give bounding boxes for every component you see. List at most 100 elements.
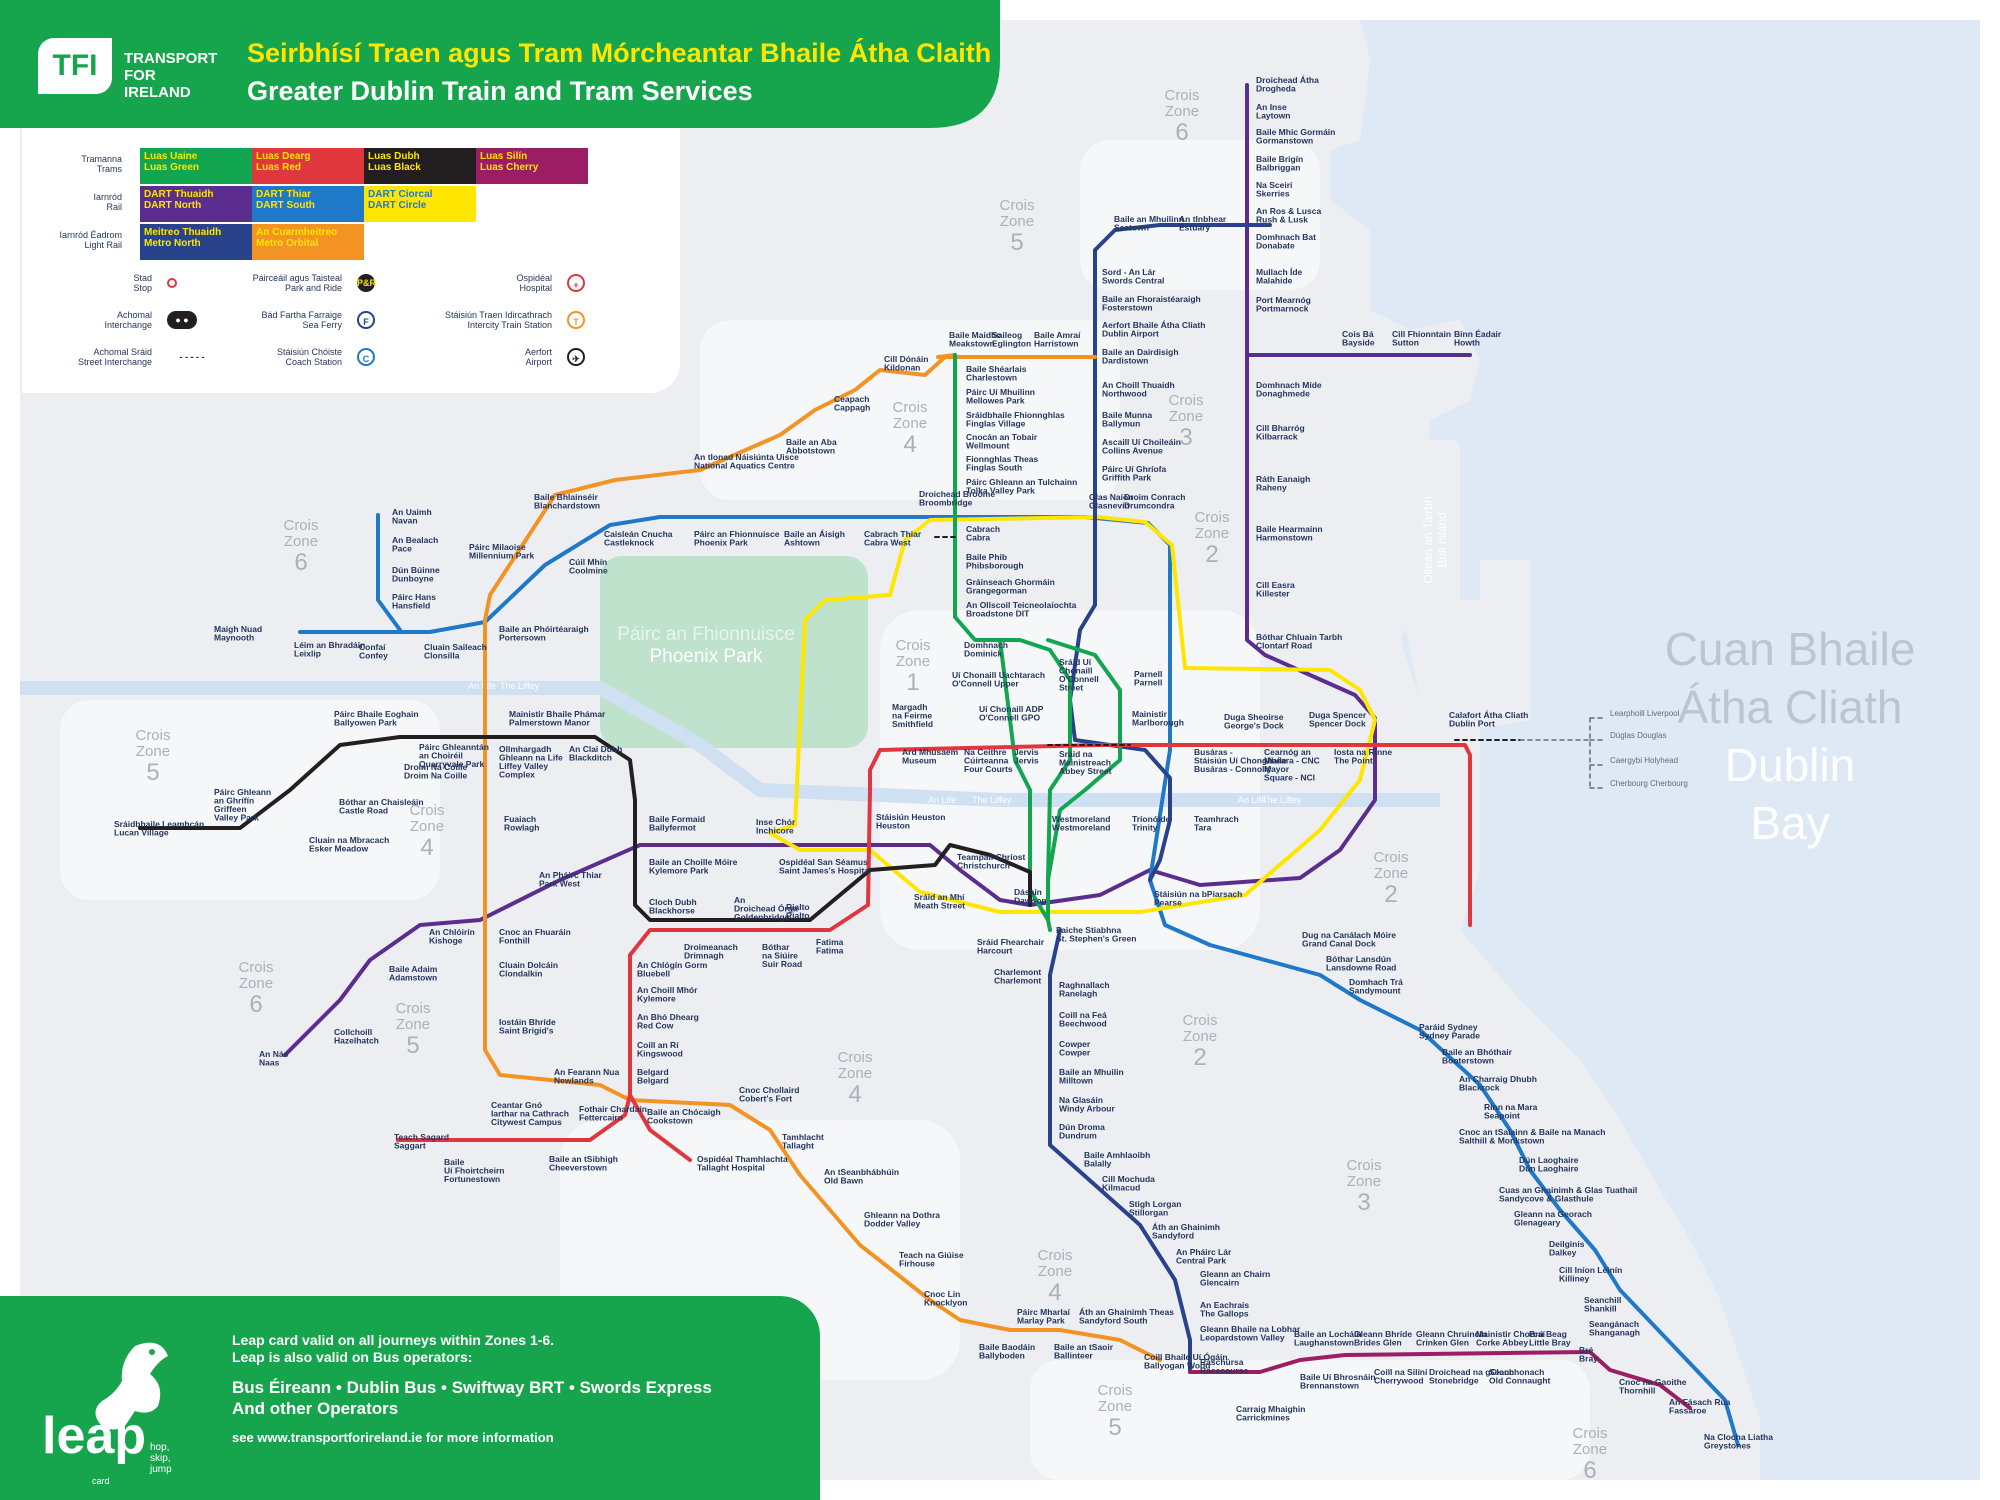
dart-north-line[interactable] <box>283 83 1377 1057</box>
dart-south-navan-branch[interactable] <box>376 513 402 632</box>
station[interactable]: Cuas an Ghainimh & Glas TuathailSandycov… <box>1499 1185 1637 1204</box>
luas-cherry-line[interactable] <box>1188 1350 1692 1410</box>
luas-green-line[interactable] <box>953 353 1072 932</box>
luas-red-tallaght-branch[interactable] <box>628 1093 692 1162</box>
luas-red-line[interactable] <box>396 743 1472 1142</box>
metro-orbital-branch[interactable] <box>936 353 957 359</box>
metro-south-line[interactable] <box>1048 928 1192 1374</box>
website-link[interactable]: see www.transportforireland.ie for more … <box>232 1430 554 1445</box>
